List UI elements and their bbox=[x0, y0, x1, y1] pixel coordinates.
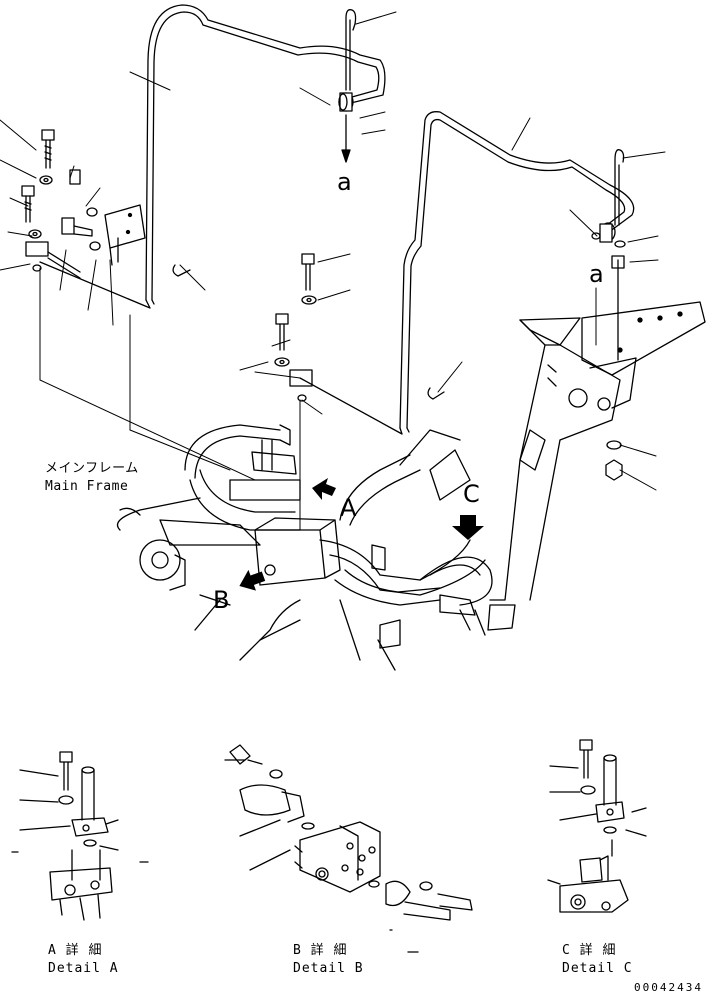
left-bolt-stack bbox=[22, 130, 145, 278]
main-frame-label-en: Main Frame bbox=[45, 479, 129, 494]
callout-C[interactable]: C bbox=[463, 480, 480, 508]
right-tube bbox=[300, 112, 634, 434]
main-frame-assembly bbox=[118, 425, 516, 670]
callout-A[interactable]: A bbox=[340, 494, 357, 522]
detail-b-label-ja: B 詳 細 bbox=[293, 943, 348, 958]
right-fasteners bbox=[592, 233, 625, 480]
detail-b-label-en: Detail B bbox=[293, 961, 364, 976]
leader-lines bbox=[0, 12, 665, 530]
callout-a-top: a bbox=[337, 168, 352, 196]
part-number: 00042434 bbox=[634, 981, 703, 994]
detail-c-label-en: Detail C bbox=[562, 961, 633, 976]
detail-a-label-en: Detail A bbox=[48, 961, 119, 976]
detail-b-drawing bbox=[225, 745, 472, 952]
callout-a-right: a bbox=[589, 260, 604, 288]
left-tube bbox=[40, 5, 385, 308]
center-bolts bbox=[173, 254, 444, 401]
callout-B[interactable]: B bbox=[213, 586, 230, 614]
main-frame-label-ja: メインフレーム bbox=[45, 461, 139, 476]
callout-arrows[interactable] bbox=[235, 478, 484, 595]
top-clip bbox=[342, 10, 356, 162]
detail-a-label-ja: A 詳 細 bbox=[48, 943, 103, 958]
right-frame bbox=[490, 302, 705, 600]
detail-a-drawing bbox=[12, 752, 148, 920]
right-clip bbox=[615, 150, 624, 360]
detail-c-drawing bbox=[548, 740, 646, 912]
detail-c-label-ja: C 詳 細 bbox=[562, 943, 617, 958]
